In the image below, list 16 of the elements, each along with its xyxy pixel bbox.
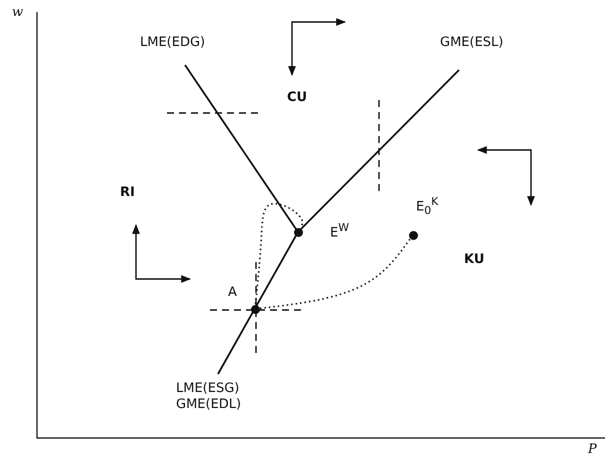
point-marker <box>408 230 418 240</box>
dotted-path-curve <box>260 238 411 310</box>
point-marker <box>294 228 302 236</box>
region-label: KU <box>464 253 484 268</box>
axis-label: P <box>588 443 597 458</box>
point-marker <box>250 304 260 314</box>
axis-label: w <box>12 6 24 20</box>
point-label: A <box>228 286 237 300</box>
region-label: RI <box>120 186 135 200</box>
region-label: CU <box>287 91 308 106</box>
curve-label: GME(EDL) <box>176 398 242 412</box>
point-label: E$^{W}$ <box>330 222 349 241</box>
curve-label: LME(EDG) <box>140 36 206 50</box>
curve-label: GME(ESL) <box>440 36 504 50</box>
curve-label: LME(ESG) <box>176 382 240 396</box>
dotted-path-curve <box>254 202 304 304</box>
